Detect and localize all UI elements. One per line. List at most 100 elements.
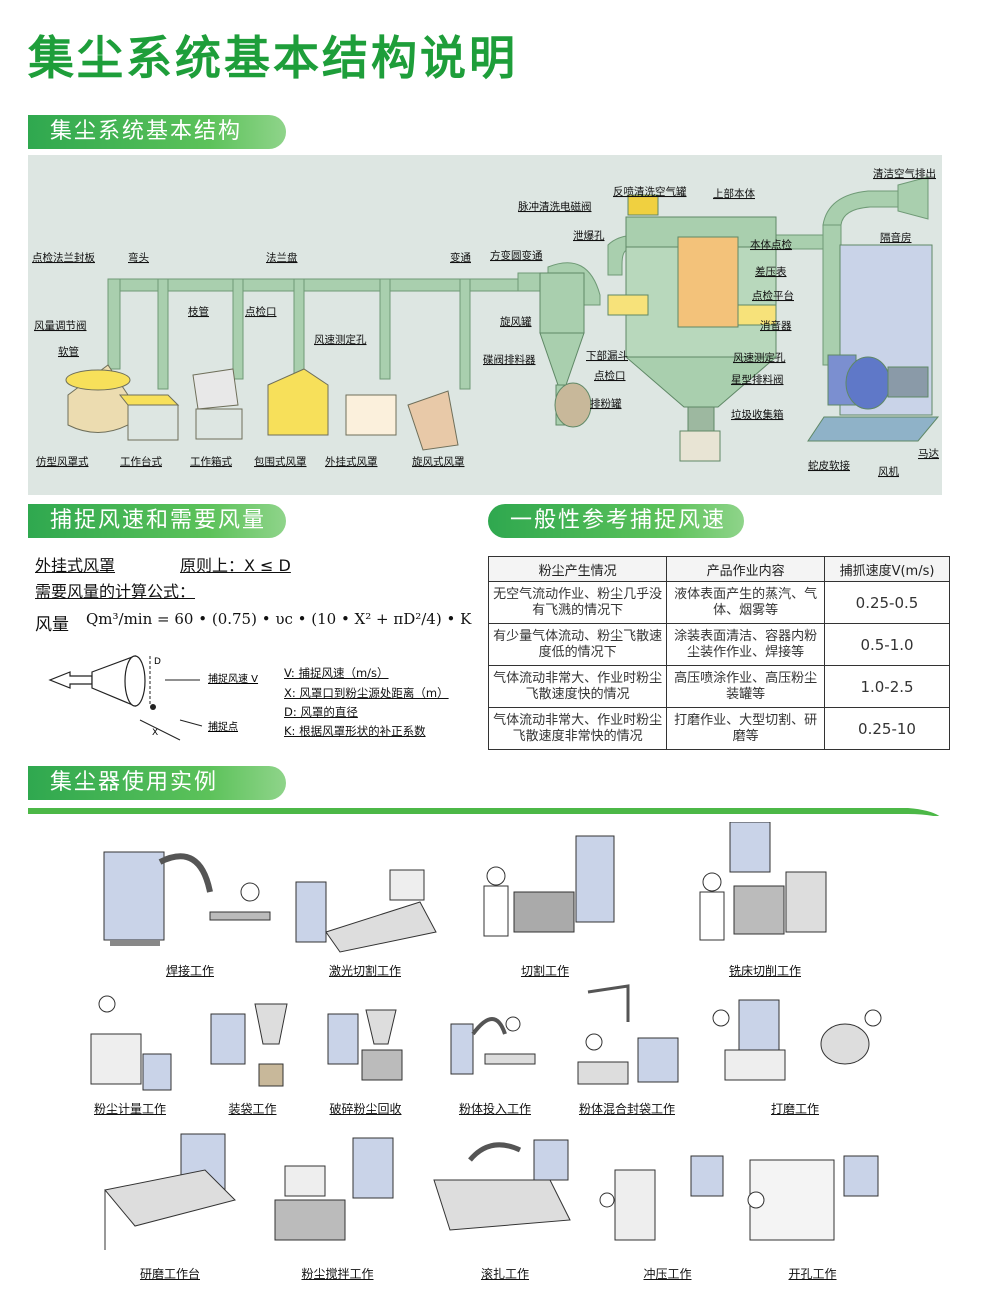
lower-hopper — [624, 356, 778, 408]
example-grinding-illustration — [712, 999, 882, 1081]
star-valve — [687, 406, 715, 432]
example-bagging: 装袋工作 — [205, 994, 300, 1120]
reverse-blow-tank — [627, 194, 659, 216]
collector-unit — [295, 881, 327, 943]
label-branch-pipe: 枝管 — [188, 305, 209, 318]
capture-speed-table: 粉尘产生情况 产品作业内容 捕抓速度V(m/s) 无空气流动作业、粉尘几乎没有飞… — [487, 556, 950, 750]
label-inspect-flange: 点检法兰封板 — [32, 251, 95, 264]
hood-imitation-mouth — [65, 369, 131, 391]
cyclone-body — [539, 272, 585, 334]
example-caption: 破碎粉尘回收 — [329, 1102, 402, 1116]
inspect-platform-left — [607, 294, 649, 316]
branch-box — [232, 278, 244, 380]
label-hood-imitation: 仿型风罩式 — [36, 455, 89, 468]
branch-left — [107, 278, 121, 370]
branch-cyclone-hood — [459, 278, 471, 390]
fan — [845, 356, 891, 410]
weighing-table — [90, 1033, 142, 1085]
collector-base — [110, 940, 160, 946]
example-caption: 焊接工作 — [165, 964, 214, 978]
collector-unit — [729, 822, 771, 873]
laser-bed — [325, 901, 437, 953]
main-duct — [107, 278, 519, 292]
label-soft-pipe: 软管 — [58, 345, 79, 358]
example-caption: 粉尘搅拌工作 — [301, 1267, 374, 1281]
x-dimension-line — [139, 719, 181, 741]
example-grinding-table: 研磨工作台 — [95, 1130, 245, 1285]
example-stamping-illustration — [599, 1155, 724, 1241]
example-feeding: 粉体投入工作 — [445, 994, 545, 1120]
sketch-point-label: 捕捉点 — [208, 720, 238, 733]
branch-external — [379, 278, 391, 380]
label-vent-hole: 泄爆孔 — [573, 229, 605, 242]
table-cell-speed: 0.25-10 — [824, 707, 950, 750]
label-motor: 马达 — [918, 448, 939, 460]
section-header-reference: 一般性参考捕捉风速 — [488, 504, 744, 538]
example-welding-illustration — [103, 851, 271, 946]
example-caption: 切割工作 — [520, 964, 569, 978]
collector-unit — [843, 1155, 879, 1197]
table-header-dust: 粉尘产生情况 — [487, 556, 668, 582]
worker-head — [486, 866, 506, 886]
example-laser: 激光切割工作 — [290, 822, 440, 982]
example-caption: 冲压工作 — [643, 1267, 692, 1281]
worker-head — [505, 1016, 521, 1032]
section-header-capture: 捕捉风速和需要风量 — [28, 504, 286, 538]
label-speed-port-2: 风速测定孔 — [733, 351, 786, 364]
example-bagging-illustration — [210, 1003, 288, 1087]
collector-unit — [103, 851, 165, 941]
milling-machine — [733, 885, 785, 935]
example-caption: 打磨工作 — [770, 1102, 819, 1116]
worker-head — [702, 872, 722, 892]
example-caption: 开孔工作 — [788, 1267, 837, 1281]
example-weighing-illustration — [90, 995, 172, 1091]
example-caption: 装袋工作 — [228, 1102, 277, 1116]
label-butterfly: 碟阀排料器 — [483, 353, 536, 366]
label-air-valve: 风量调节阀 — [34, 319, 87, 332]
table-row: 气体流动非常大、作业时粉尘飞散速度快的情况 高压喷涂作业、高压粉尘装罐等 1.0… — [487, 665, 950, 708]
filter-bags — [677, 236, 739, 328]
example-caption: 滚扎工作 — [480, 1267, 529, 1281]
table-cell-work: 打磨作业、大型切割、研磨等 — [666, 707, 825, 750]
label-silencer: 消音器 — [760, 319, 792, 332]
example-caption: 粉尘计量工作 — [93, 1102, 166, 1116]
example-caption: 粉体混合封袋工作 — [578, 1102, 675, 1116]
worker-head — [98, 995, 116, 1013]
label-pulse-valve: 脉冲清洗电磁阀 — [518, 200, 592, 213]
suction-duct — [468, 1142, 522, 1162]
table-header-work: 产品作业内容 — [666, 556, 825, 582]
hood-box-frame — [195, 408, 243, 440]
worker-body — [483, 885, 509, 937]
hood-external — [345, 394, 397, 436]
collector-unit — [142, 1053, 172, 1091]
milling-machine-2 — [785, 871, 827, 933]
label-clean-air: 清洁空气排出 — [873, 167, 936, 180]
grinder-duct — [820, 1023, 870, 1065]
example-caption: 激光切割工作 — [328, 964, 401, 978]
example-rolling-illustration — [433, 1139, 571, 1231]
page-title: 集尘系统基本结构说明 — [28, 31, 518, 85]
stirring-machine — [274, 1199, 346, 1241]
exhaust-riser — [822, 224, 842, 366]
label-reducer: 变通 — [450, 251, 471, 264]
label-inspect-platform: 点检平台 — [752, 289, 794, 302]
table-cell-dust: 无空气流动作业、粉尘几乎没有飞溅的情况下 — [487, 581, 668, 624]
example-cutting: 切割工作 — [470, 822, 620, 982]
label-speed-port: 风速测定孔 — [314, 333, 367, 346]
divider-swoosh — [28, 808, 940, 816]
formula-title: 需要风量的计算公式： — [35, 582, 196, 601]
flow-arrow-icon — [48, 671, 93, 689]
table-row: 气体流动非常大、作业时粉尘飞散速度非常快的情况 打磨作业、大型切割、研磨等 0.… — [487, 707, 950, 750]
table-cell-speed: 1.0-2.5 — [824, 665, 950, 708]
label-cyclone: 旋风罐 — [500, 315, 532, 328]
collector-unit — [690, 1155, 724, 1197]
example-mixing-illustration — [577, 984, 679, 1085]
legend-k: K: 根据风罩形状的补正系数 — [284, 724, 426, 738]
formula-principle: 原则上：X ≤ D — [180, 556, 291, 575]
table-cell-speed: 0.25-0.5 — [824, 581, 950, 624]
worker-head — [599, 1192, 615, 1208]
collector-unit — [637, 1037, 679, 1083]
example-drilling: 开孔工作 — [740, 1150, 885, 1285]
grinding-bench — [724, 1049, 786, 1081]
section-header-structure: 集尘系统基本结构 — [28, 115, 286, 149]
